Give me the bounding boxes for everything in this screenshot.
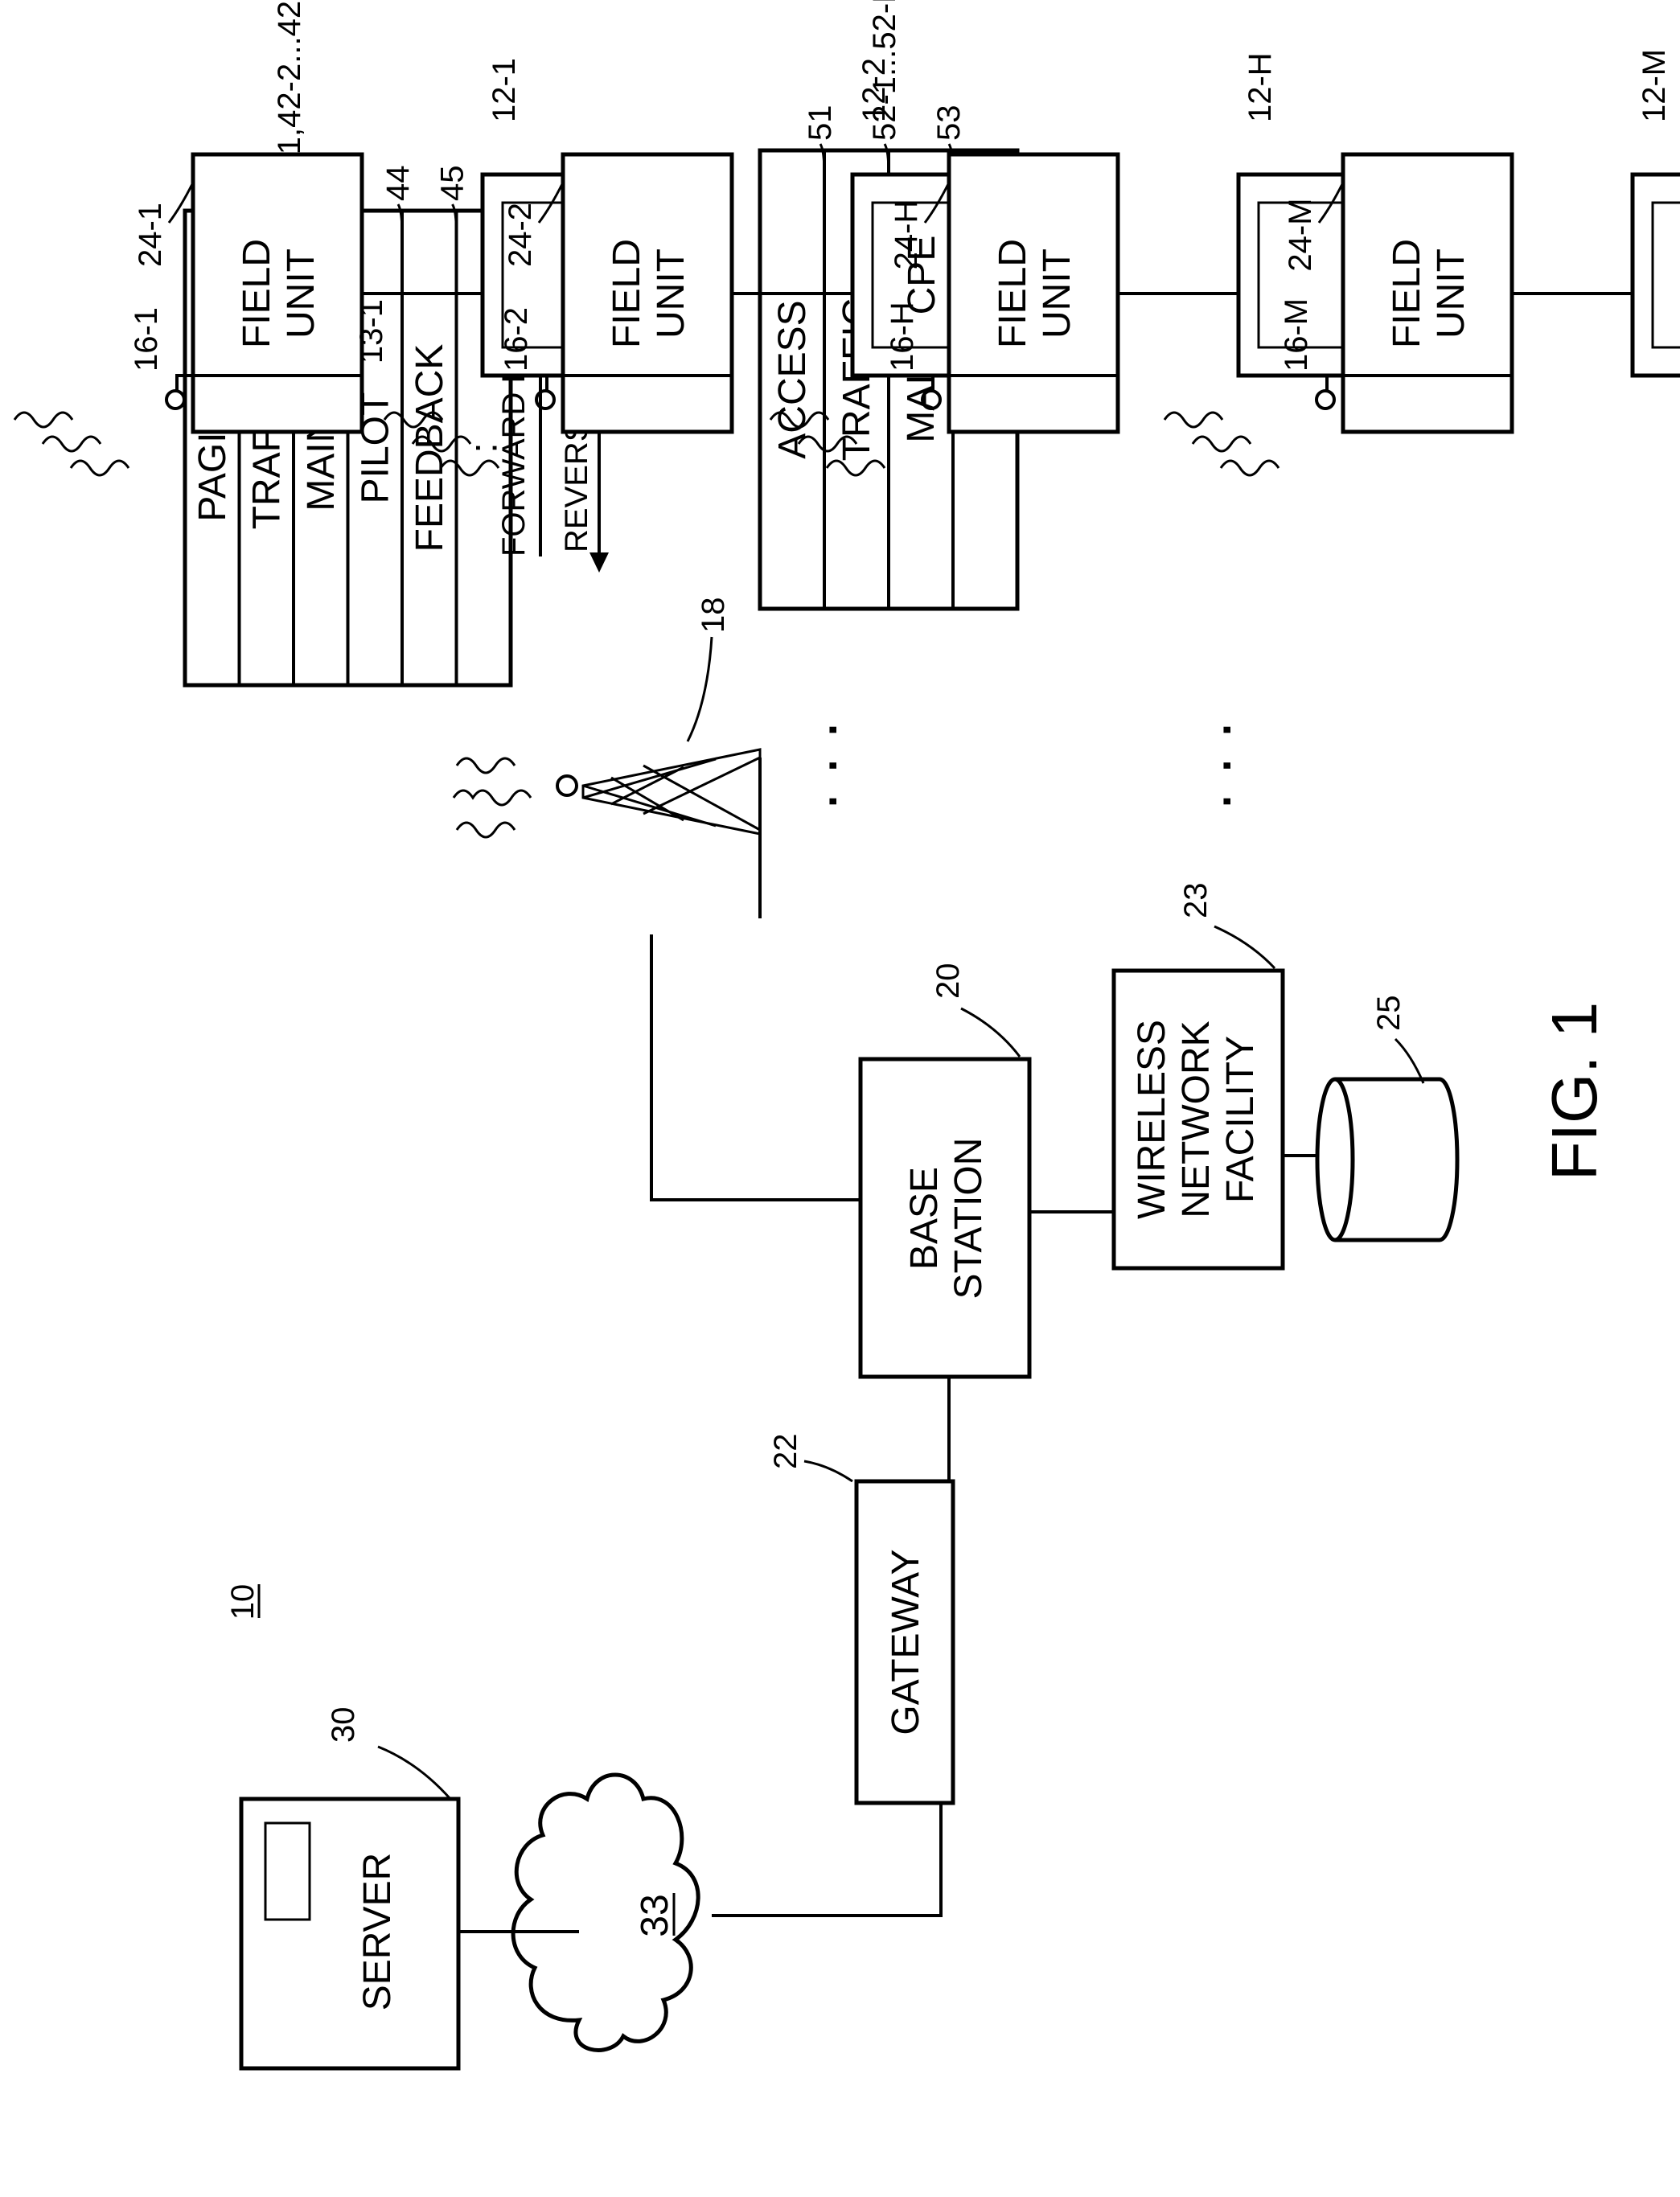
facility-ref-leader (1214, 926, 1275, 968)
network-ref: 33 (634, 1894, 676, 1936)
device-ref: 12-1 (487, 58, 522, 122)
reverse-channel-ref: 53 (931, 105, 967, 142)
reverse-link-arrowhead (589, 552, 609, 573)
cable-ref: 13-1 (354, 299, 389, 363)
antenna-icon (1316, 391, 1334, 409)
field-unit-label-1: FIELD (1386, 239, 1428, 348)
base-station: BASE STATION (861, 1059, 1029, 1377)
wireless-network-facility: WIRELESS NETWORK FACILITY (1114, 971, 1283, 1268)
wire-cloud-gateway (712, 1803, 941, 1916)
antenna-ref: 16-H (885, 302, 920, 372)
base-station-ref-leader (961, 1008, 1020, 1057)
gateway-label: GATEWAY (885, 1549, 927, 1735)
antenna-ref: 16-1 (129, 307, 164, 372)
field-unit-ref: 24-M (1283, 198, 1318, 271)
radio-wave-icon (71, 461, 129, 475)
field-unit-label-1: FIELD (606, 239, 648, 348)
field-unit-label-2: UNIT (1036, 248, 1078, 339)
antenna-ref: 16-2 (499, 307, 534, 372)
server-ref: 30 (326, 1707, 361, 1743)
radio-wave-icon (1193, 437, 1251, 451)
server: SERVER (241, 1799, 458, 2068)
facility-label-3: FACILITY (1219, 1036, 1262, 1203)
server-label: SERVER (356, 1853, 399, 2011)
field-unit-label-2: UNIT (280, 248, 322, 339)
field-unit-label-1: FIELD (992, 239, 1034, 348)
database-icon (1317, 1079, 1457, 1240)
wire-basestation-tower (651, 934, 861, 1200)
system-ref: 10 (225, 1584, 261, 1620)
facility-label-1: WIRELESS (1131, 1020, 1173, 1219)
units-ellipsis-1: . . . (778, 721, 850, 810)
gateway: GATEWAY (856, 1481, 953, 1803)
tower-ref: 18 (696, 598, 731, 634)
gateway-ref-leader (804, 1461, 852, 1481)
field-unit-ref: 24-1 (133, 203, 168, 267)
device-icon (1633, 175, 1680, 376)
server-ref-leader (378, 1747, 450, 1799)
units-ellipsis-2: . . . (1173, 721, 1244, 810)
radio-wave-icon (1164, 413, 1222, 427)
figure-label: FIG. 1 (1538, 1002, 1610, 1181)
radio-wave-icon (14, 413, 72, 427)
device-ref: 12-M (1637, 49, 1672, 122)
forward-channel-label: FEEDBACK (409, 344, 451, 552)
antenna-ref: 16-M (1279, 298, 1314, 372)
tower-ref-leader (688, 637, 712, 741)
field-unit-label-2: UNIT (1430, 248, 1473, 339)
forward-channel-ref: 44 (380, 166, 416, 202)
base-station-label-1: BASE (903, 1167, 946, 1270)
reverse-channel-label: ACCESS (771, 300, 814, 458)
radio-wave-icon (43, 437, 101, 451)
antenna-tower (454, 749, 760, 918)
field-unit-ref: 24-H (889, 200, 924, 270)
radio-wave-icon (1221, 461, 1279, 475)
field-unit-label-2: UNIT (650, 248, 692, 339)
base-station-label-2: STATION (947, 1138, 990, 1300)
reverse-channel-ref: 51 (803, 105, 838, 142)
field-unit-label-1: FIELD (236, 239, 278, 348)
facility-ref: 23 (1178, 883, 1214, 919)
database-ref: 25 (1371, 996, 1407, 1032)
antenna-icon (166, 391, 184, 409)
database-ref-leader (1395, 1039, 1423, 1083)
field-unit-ref: 24-2 (503, 203, 538, 267)
base-station-ref: 20 (930, 963, 966, 1000)
device-ref: 12-2 (856, 58, 892, 122)
forward-channel-ref: 45 (435, 166, 470, 202)
gateway-ref: 22 (768, 1434, 803, 1470)
facility-label-2: NETWORK (1175, 1020, 1218, 1218)
device-ref: 12-H (1243, 52, 1278, 122)
